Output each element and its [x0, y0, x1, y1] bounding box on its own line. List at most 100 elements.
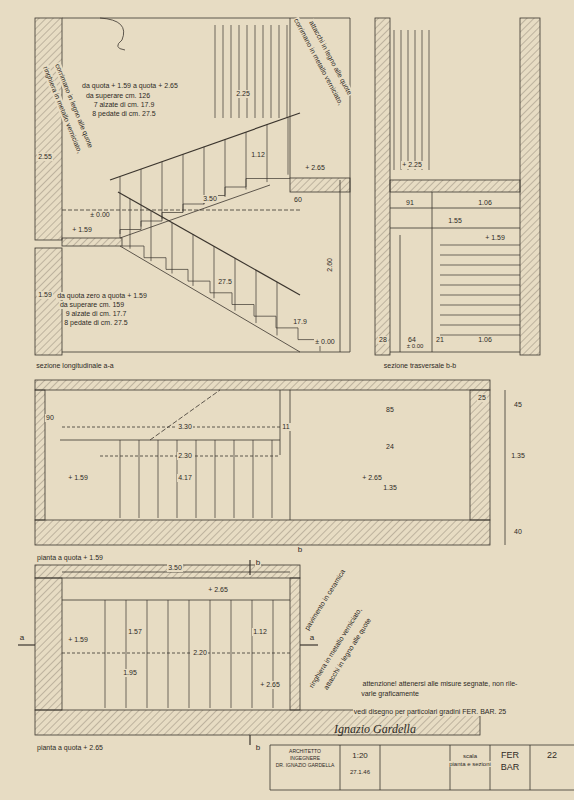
- dimension-label: 11: [281, 423, 290, 431]
- section-mark: [249, 560, 250, 575]
- title-block: [270, 745, 574, 790]
- dimension-label: 2.25: [235, 90, 251, 98]
- stair-tread: [440, 315, 520, 316]
- stair-tread: [276, 327, 298, 328]
- section-mark-label: a: [19, 634, 25, 643]
- stair-tread: [440, 285, 520, 286]
- dimension-label: 24: [385, 443, 395, 451]
- wall: [35, 380, 490, 390]
- panel-board: [239, 25, 240, 118]
- section-mark: [249, 735, 250, 745]
- section-mark-label: b: [255, 559, 261, 568]
- dimension-line: [390, 228, 520, 229]
- baluster: [225, 139, 226, 197]
- stair-tread: [210, 600, 211, 708]
- section-mark-label: b: [255, 744, 261, 753]
- stair-riser: [210, 281, 211, 293]
- dimension-label: 25: [477, 394, 487, 402]
- dimension-label: 27.5: [217, 278, 233, 286]
- baluster: [235, 258, 236, 310]
- baluster: [277, 282, 278, 335]
- dimension-label: 85: [385, 406, 395, 414]
- view-title: sezione trasversale b-b: [383, 362, 457, 370]
- title-block-text: DR. IGNAZIO GARDELLA: [275, 763, 336, 769]
- stair-tread: [253, 440, 254, 518]
- dimension-label: 1.59: [37, 291, 53, 299]
- section-mark: [300, 644, 318, 645]
- stair-riser: [298, 328, 299, 340]
- note-text: 9 alzate di cm. 17.7: [65, 310, 128, 318]
- dimension-label: 1.95: [122, 669, 138, 677]
- dimension-label: 1.06: [477, 336, 493, 344]
- stair-riser: [188, 269, 189, 281]
- dimension-line: [340, 180, 341, 352]
- panel-board: [215, 25, 216, 118]
- dimension-label: 28: [378, 336, 388, 344]
- dimension-label: 1.35: [510, 452, 526, 460]
- stair-tread: [440, 265, 520, 266]
- signature: Ignazio Gardella: [333, 723, 417, 736]
- panel-board: [287, 25, 288, 118]
- stair-tread: [144, 257, 166, 258]
- dimension-line: [62, 653, 290, 654]
- level-label: ± 0.00: [89, 211, 110, 219]
- baluster: [246, 132, 247, 190]
- note-text: da quota zero a quota + 1.59: [56, 292, 148, 300]
- panel-board: [401, 30, 402, 170]
- stair-tread: [166, 269, 188, 270]
- stair-riser: [276, 316, 277, 328]
- baluster: [130, 199, 131, 249]
- dimension-label: 60: [293, 196, 303, 204]
- dimension-label: 3.50: [167, 564, 183, 572]
- panel-board: [247, 25, 248, 118]
- stair-tread: [215, 440, 216, 518]
- stair-tread: [254, 316, 276, 317]
- stair-tread: [231, 600, 232, 708]
- section-mark-label: b: [297, 546, 303, 555]
- baluster: [193, 234, 194, 285]
- stair-tread: [196, 440, 197, 518]
- dimension-label: 2.55: [37, 153, 53, 161]
- dimension-label: 4.17: [177, 474, 193, 482]
- stair-tread: [272, 440, 273, 518]
- baluster: [120, 176, 121, 234]
- note-text: varle graficamente: [360, 690, 420, 698]
- stair-riser: [166, 258, 167, 270]
- view-title: pianta a quota + 2.65: [36, 744, 104, 752]
- stair-tread: [158, 440, 159, 518]
- panel-board: [429, 30, 430, 170]
- handrail: [110, 113, 300, 180]
- handrail: [118, 192, 300, 295]
- panel-board: [422, 30, 423, 170]
- level-label: + 2.65: [304, 164, 326, 172]
- panel-board: [271, 25, 272, 118]
- stair-tread: [440, 245, 520, 246]
- dimension-label: 2.20: [192, 649, 208, 657]
- baluster: [256, 270, 257, 323]
- panel-board: [231, 25, 232, 118]
- baluster: [151, 211, 152, 261]
- title-block-text: INGEGNERE: [289, 756, 321, 762]
- sheet-number: 22: [546, 751, 558, 761]
- stair-tread: [246, 178, 267, 179]
- wall: [35, 390, 45, 520]
- level-label: + 1.59: [67, 636, 89, 644]
- panel-board: [263, 25, 264, 118]
- title-block-text: pianta e sezioni: [448, 761, 492, 768]
- stair-tread: [188, 281, 210, 282]
- note-text: da superare cm. 159: [59, 301, 125, 309]
- stair-tread: [139, 440, 140, 518]
- dimension-label: 40: [513, 528, 523, 536]
- title-block-text: ARCHITETTO: [288, 749, 322, 755]
- wall: [35, 578, 62, 710]
- dimension-line: [62, 427, 280, 428]
- level-label: + 1.59: [484, 234, 506, 242]
- view-title: pianta a quota + 1.59: [36, 554, 104, 562]
- level-label: + 1.59: [71, 226, 93, 234]
- panel-board: [394, 30, 395, 170]
- dimension-label: 21: [435, 336, 445, 344]
- landing-slab: [62, 238, 122, 246]
- section-mark: [18, 644, 35, 645]
- dimension-label: 1.35: [382, 484, 398, 492]
- stair-tread: [122, 246, 144, 247]
